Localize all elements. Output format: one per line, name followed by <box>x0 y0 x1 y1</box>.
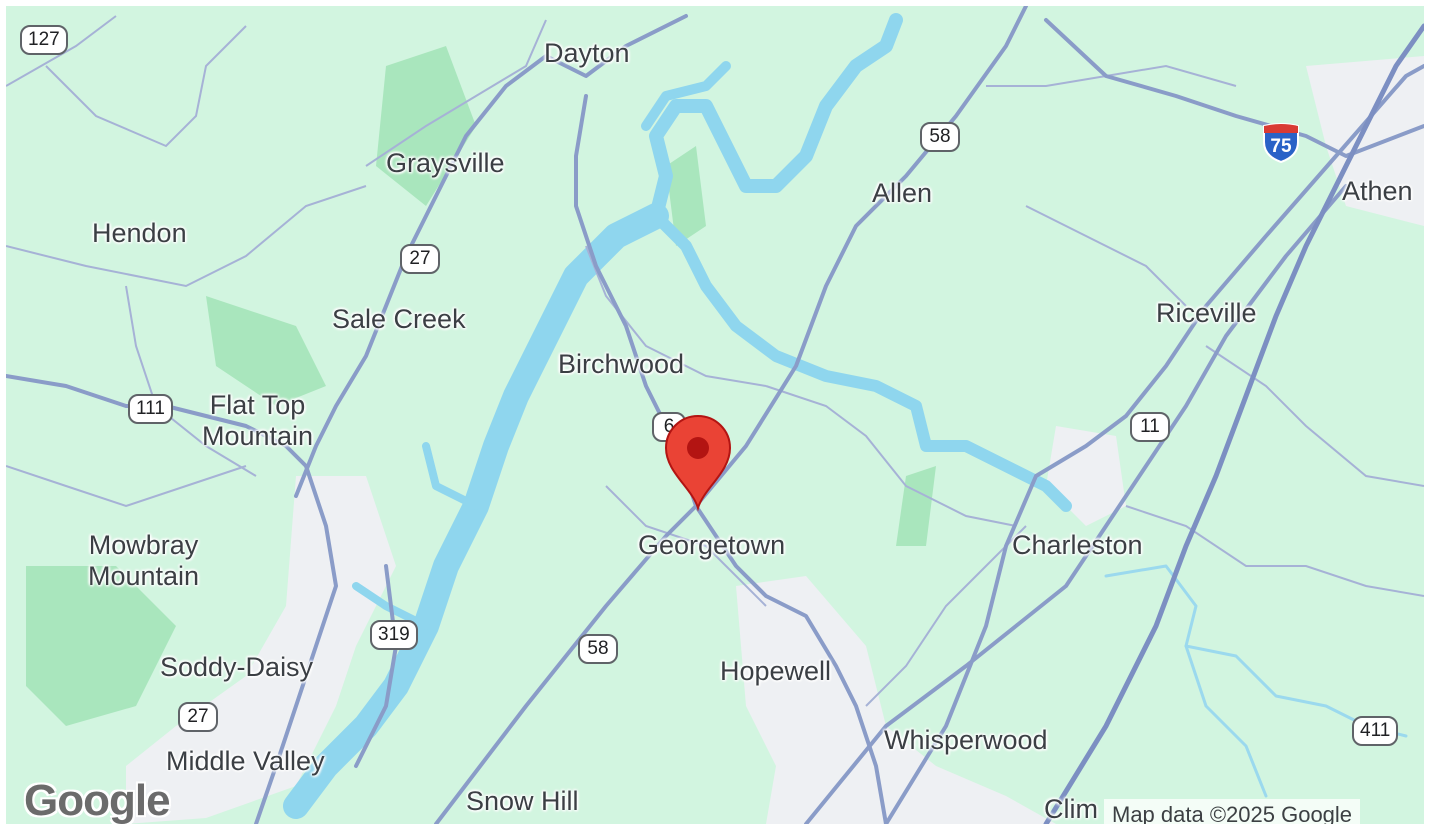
interstate-75-shield: 75 <box>1260 122 1302 164</box>
map-graphics <box>6 6 1424 824</box>
river <box>283 13 1408 819</box>
place-label-birchwood: Birchwood <box>558 349 685 379</box>
place-label-clim: Clim <box>1044 794 1098 824</box>
route-shield-us-27-south: 27 <box>178 702 218 732</box>
route-shield-us-11: 11 <box>1130 412 1170 442</box>
place-label-dayton: Dayton <box>544 38 630 68</box>
place-label-athens: Athen <box>1342 176 1413 206</box>
map-canvas[interactable]: Dayton Graysville Allen Hendon Sale Cree… <box>6 6 1424 824</box>
google-logo: Google <box>24 776 171 824</box>
place-label-hopewell: Hopewell <box>720 656 832 686</box>
place-label-graysville: Graysville <box>386 148 505 178</box>
place-label-soddy-daisy: Soddy-Daisy <box>160 652 314 682</box>
interstate-shield-icon <box>1263 123 1299 164</box>
place-label-snow-hill: Snow Hill <box>466 786 579 816</box>
minor-roads <box>6 15 1424 707</box>
urban-areas <box>126 56 1424 824</box>
place-label-charleston: Charleston <box>1012 530 1143 560</box>
route-shield-tn-58-south: 58 <box>578 634 618 664</box>
place-label-allen: Allen <box>872 178 933 208</box>
location-pin[interactable] <box>662 412 734 512</box>
route-shield-us-411: 411 <box>1352 716 1399 746</box>
place-label-mowbray-mountain: Mowbray Mountain <box>88 530 200 591</box>
place-label-hendon: Hendon <box>92 218 187 248</box>
place-label-riceville: Riceville <box>1156 298 1257 328</box>
place-label-georgetown: Georgetown <box>638 530 786 560</box>
place-label-flat-top-mountain: Flat Top Mountain <box>202 390 314 451</box>
forest-areas <box>26 46 936 726</box>
route-shield-us-127: 127 <box>20 25 68 55</box>
map-marker-icon <box>664 415 732 512</box>
interstate-75-label: 75 <box>1270 136 1292 157</box>
map-attribution[interactable]: Map data ©2025 Google <box>1104 799 1361 824</box>
route-shield-tn-319: 319 <box>370 620 418 650</box>
interstate-75-road <box>1043 23 1424 824</box>
route-shield-us-27: 27 <box>400 244 440 274</box>
place-label-sale-creek: Sale Creek <box>332 304 466 334</box>
route-shield-tn-111: 111 <box>128 394 173 424</box>
place-label-middle-valley: Middle Valley <box>166 746 325 776</box>
place-label-whisperwood: Whisperwood <box>884 725 1048 755</box>
route-shield-tn-58: 58 <box>920 122 960 152</box>
